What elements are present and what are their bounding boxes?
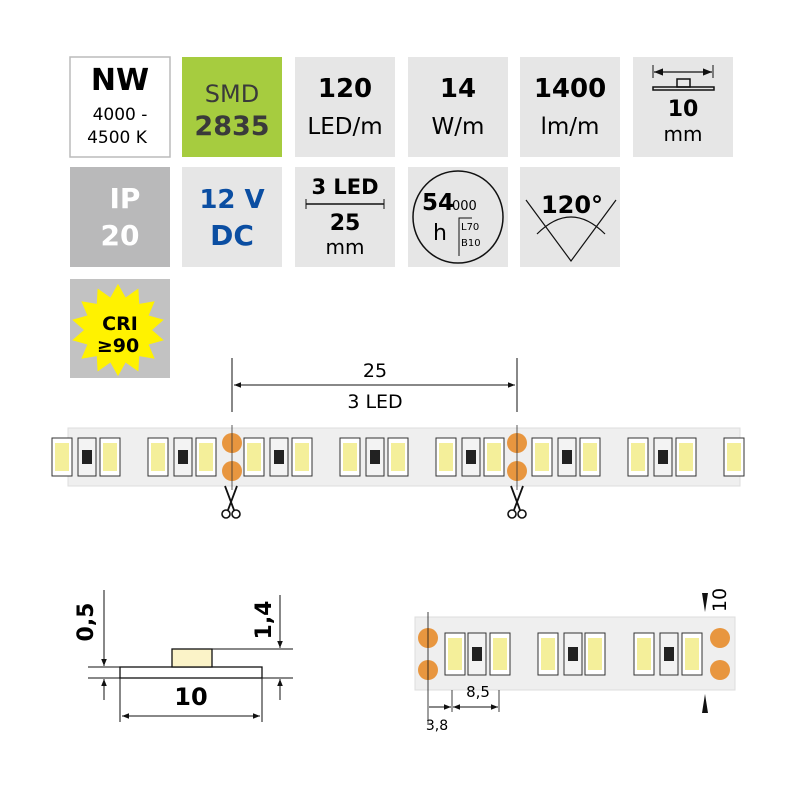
led-emitter bbox=[588, 638, 602, 670]
tile-voltage: 12 V DC bbox=[182, 167, 282, 267]
lumen-unit: lm/m bbox=[541, 114, 600, 140]
tile-chip: SMD 2835 bbox=[182, 57, 282, 157]
led-emitter bbox=[631, 443, 645, 471]
width-label: 10 bbox=[174, 683, 207, 711]
lifetime-unit: h bbox=[433, 221, 447, 246]
led-emitter bbox=[295, 443, 309, 471]
resistor bbox=[82, 450, 92, 464]
ip-value: 20 bbox=[101, 219, 140, 252]
led-emitter bbox=[439, 443, 453, 471]
led-emitter bbox=[535, 443, 549, 471]
resistor bbox=[562, 450, 572, 464]
led-emitter bbox=[103, 443, 117, 471]
chip-type: SMD bbox=[205, 80, 259, 108]
led-emitter bbox=[493, 638, 507, 670]
cut-leds: 3 LED bbox=[311, 175, 378, 199]
solder-pad bbox=[710, 660, 730, 680]
cri-label: CRI bbox=[102, 313, 138, 335]
cct-range-1: 4000 - bbox=[93, 105, 148, 125]
tile-lifetime: 54 000 h L70 B10 bbox=[408, 167, 508, 267]
power-value: 14 bbox=[440, 74, 476, 104]
tile-width: 10 mm bbox=[633, 57, 733, 157]
led-emitter bbox=[727, 443, 741, 471]
led-emitter bbox=[637, 638, 651, 670]
lifetime-value: 54 bbox=[422, 190, 454, 216]
resistor bbox=[178, 450, 188, 464]
scissors-icon bbox=[221, 485, 241, 519]
led-emitter bbox=[541, 638, 555, 670]
resistor bbox=[370, 450, 380, 464]
ip-label: IP bbox=[110, 182, 141, 215]
width-value: 10 bbox=[668, 97, 699, 122]
height-label: 1,4 bbox=[252, 601, 277, 640]
cut-dim-label: 3 LED bbox=[347, 391, 402, 413]
tile-cri: CRI ≥90 bbox=[70, 279, 170, 378]
thickness-label: 0,5 bbox=[74, 603, 99, 642]
tile-power: 14 W/m bbox=[408, 57, 508, 157]
star-badge-icon bbox=[72, 283, 164, 377]
cross-section: 0,5 1,4 10 bbox=[74, 590, 293, 722]
color-code: NW bbox=[91, 63, 149, 98]
strip-width-label: 10 bbox=[709, 588, 731, 612]
led-emitter bbox=[151, 443, 165, 471]
pitch-label: 8,5 bbox=[466, 683, 490, 701]
lifetime-thousands: 000 bbox=[452, 199, 477, 214]
led-emitter bbox=[583, 443, 597, 471]
led-strip-detail: 8,5 3,8 10 bbox=[414, 588, 736, 734]
resistor bbox=[658, 450, 668, 464]
tile-ip-rating: IP 20 bbox=[70, 167, 170, 267]
resistor bbox=[664, 647, 674, 661]
led-emitter bbox=[448, 638, 462, 670]
chip-model: 2835 bbox=[194, 111, 269, 142]
cut-value: 25 bbox=[330, 211, 361, 236]
resistor bbox=[466, 450, 476, 464]
tile-luminous-flux: 1400 lm/m bbox=[520, 57, 620, 157]
led-emitter bbox=[487, 443, 501, 471]
cut-unit: mm bbox=[326, 235, 365, 259]
led-emitter bbox=[343, 443, 357, 471]
resistor bbox=[472, 647, 482, 661]
led-emitter bbox=[247, 443, 261, 471]
lumen-value: 1400 bbox=[534, 74, 606, 104]
tile-led-density: 120 LED/m bbox=[295, 57, 395, 157]
density-unit: LED/m bbox=[307, 114, 382, 140]
tile-color-temperature: NW 4000 - 4500 K bbox=[69, 56, 171, 158]
cut-dim-value: 25 bbox=[363, 360, 387, 382]
cut-dimension: 25 3 LED bbox=[231, 358, 518, 413]
led-emitter bbox=[685, 638, 699, 670]
tile-cut-length: 3 LED 25 mm bbox=[295, 167, 395, 267]
beam-angle-icon bbox=[525, 199, 617, 263]
led-emitter bbox=[679, 443, 693, 471]
strip-width-icon bbox=[652, 65, 715, 91]
lifetime-b10: B10 bbox=[461, 238, 481, 249]
voltage-type: DC bbox=[210, 219, 254, 252]
offset-label: 3,8 bbox=[426, 718, 448, 734]
led-emitter bbox=[55, 443, 69, 471]
lifetime-l70: L70 bbox=[461, 222, 479, 233]
led-emitter bbox=[391, 443, 405, 471]
led-emitter bbox=[199, 443, 213, 471]
cct-range-2: 4500 K bbox=[87, 128, 148, 148]
tile-beam-angle: 120° bbox=[520, 167, 620, 267]
density-value: 120 bbox=[318, 74, 372, 104]
voltage-value: 12 V bbox=[199, 185, 264, 215]
angle-value: 120° bbox=[541, 191, 603, 219]
solder-pad bbox=[710, 628, 730, 648]
scissors-icon bbox=[507, 485, 527, 519]
led-strip-top bbox=[51, 425, 745, 490]
width-unit: mm bbox=[664, 122, 703, 146]
cri-value: ≥90 bbox=[97, 335, 139, 357]
power-unit: W/m bbox=[432, 114, 485, 140]
resistor bbox=[274, 450, 284, 464]
resistor bbox=[568, 647, 578, 661]
